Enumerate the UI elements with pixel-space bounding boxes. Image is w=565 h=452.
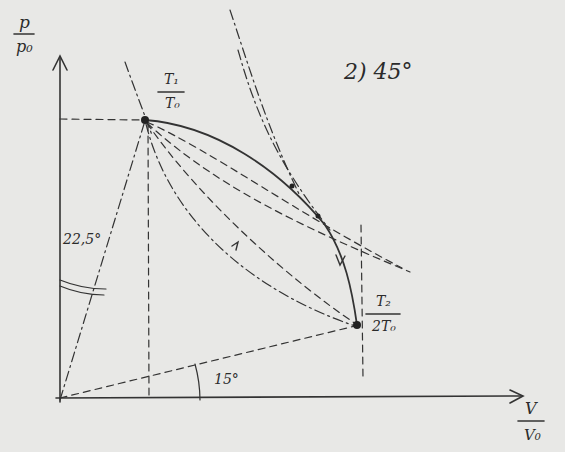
isotherm-top	[238, 50, 330, 230]
axis-arrow	[510, 390, 523, 403]
state-label: 2T₀	[372, 319, 396, 334]
state-label: T₂	[376, 294, 391, 309]
state-label: T₀	[165, 96, 180, 111]
direction-arrow	[232, 242, 238, 250]
axis-label: p	[19, 13, 30, 32]
fraction-bar	[366, 313, 400, 315]
state-point	[141, 116, 149, 124]
angle-label: 15°	[213, 372, 240, 387]
ray-15	[60, 326, 355, 398]
isotherm	[147, 123, 410, 272]
process-curve	[145, 120, 357, 325]
angle-arc	[195, 364, 200, 400]
process-curve	[146, 124, 355, 326]
p-axis	[59, 58, 61, 402]
state-point	[353, 321, 361, 329]
ray-22-5	[60, 124, 144, 400]
axis-label: V₀	[524, 427, 541, 444]
angle-label: 22,5°	[62, 232, 102, 247]
angle-arc	[60, 280, 106, 289]
guide-line	[148, 124, 149, 396]
fraction-bar	[158, 91, 184, 93]
fraction-bar	[14, 33, 34, 35]
guide-line	[361, 225, 363, 378]
isotherm-t1	[125, 62, 152, 135]
axis-arrow	[53, 56, 67, 70]
intersection-point	[316, 214, 321, 219]
angle-arc	[60, 286, 104, 295]
intersection-point	[290, 184, 295, 189]
state-label: T₁	[164, 72, 179, 87]
problem-note: 2) 45°	[344, 60, 413, 84]
isotherm	[147, 122, 402, 268]
direction-arrow	[336, 255, 345, 265]
guide-line	[60, 119, 142, 120]
axis-label: p₀	[16, 38, 33, 56]
axis-label: V	[525, 400, 537, 418]
v-axis	[56, 396, 522, 398]
fraction-bar	[518, 420, 544, 422]
